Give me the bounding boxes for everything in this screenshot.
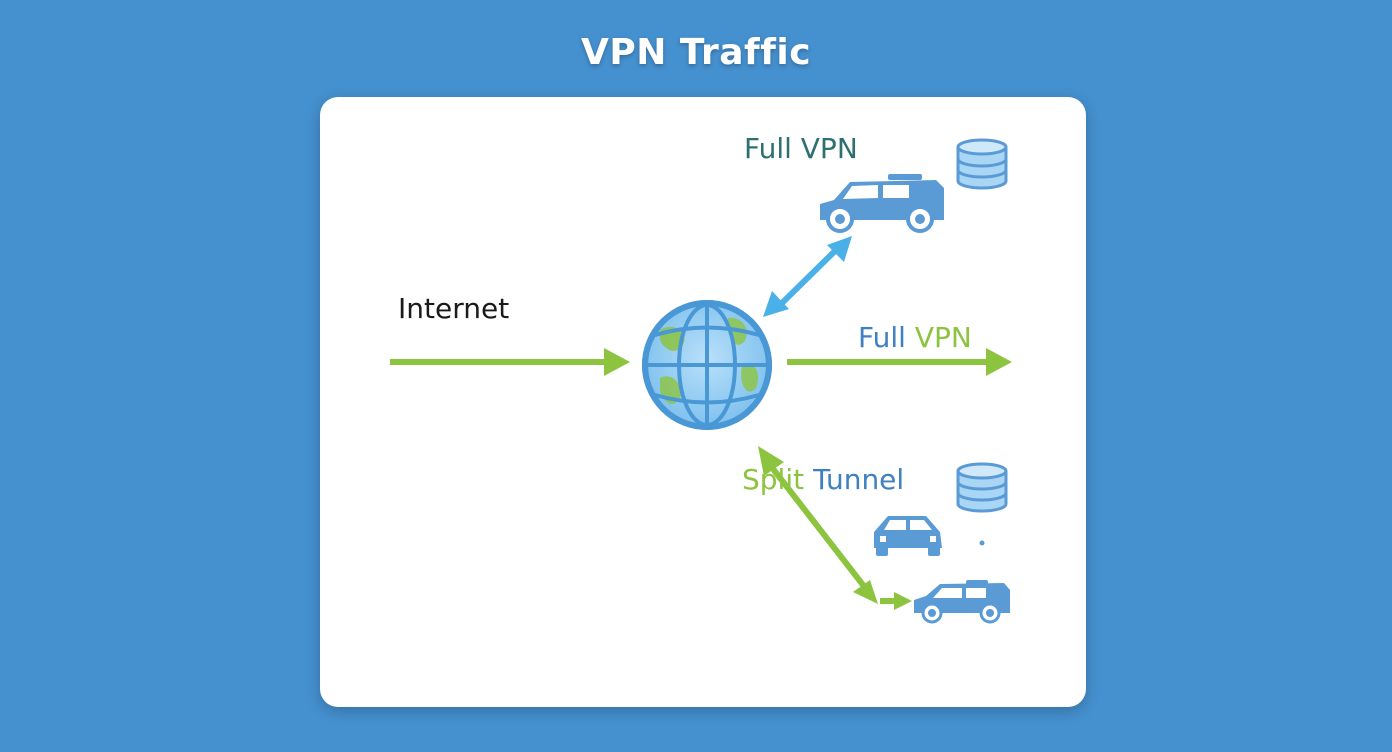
full-vpn-top-label: Full VPN bbox=[744, 132, 858, 165]
diagram-title: VPN Traffic bbox=[580, 32, 812, 73]
split-tunnel-arrow bbox=[758, 446, 912, 610]
full-vpn-arrow bbox=[787, 348, 1012, 376]
database-icon bbox=[956, 462, 1008, 513]
internet-arrow bbox=[390, 348, 630, 376]
full-vpn-middle-word1: Full bbox=[858, 321, 906, 354]
van-icon bbox=[820, 174, 944, 233]
full-vpn-middle-word2: VPN bbox=[915, 321, 972, 354]
split-tunnel-word2: Tunnel bbox=[812, 463, 904, 496]
globe-icon bbox=[642, 300, 772, 430]
internet-label: Internet bbox=[398, 292, 509, 325]
top-vpn-double-arrow bbox=[763, 236, 852, 317]
dot-marker bbox=[979, 540, 985, 546]
database-icon bbox=[956, 138, 1008, 190]
van-icon bbox=[914, 580, 1010, 624]
full-vpn-middle-label: Full VPN bbox=[858, 321, 972, 354]
split-tunnel-word1: Split bbox=[742, 463, 804, 496]
car-icon bbox=[874, 516, 942, 556]
